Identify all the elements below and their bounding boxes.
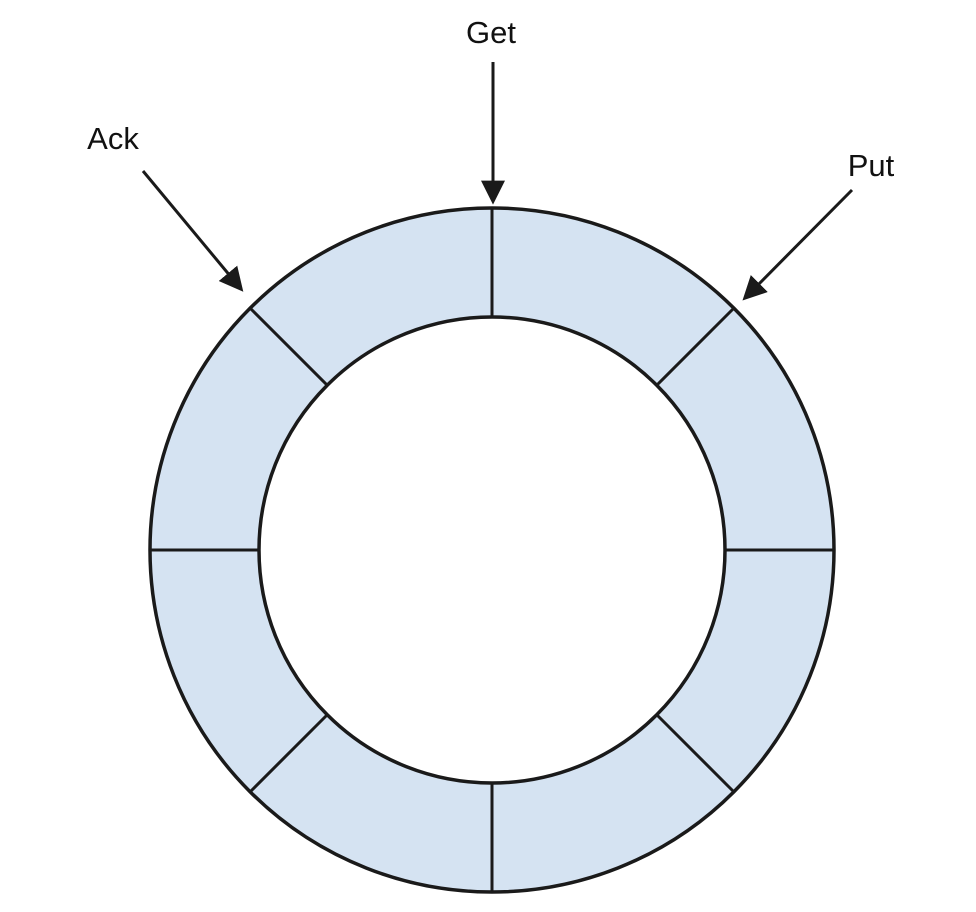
ring-inner-circle	[257, 315, 727, 785]
get-label: Get	[466, 15, 516, 50]
ack-label: Ack	[87, 121, 139, 156]
put-label: Put	[848, 148, 895, 183]
ack-arrow	[141, 170, 244, 292]
segment-divider-upper-right	[655, 306, 736, 387]
segment-divider-lower-left	[248, 713, 329, 794]
ring	[148, 206, 836, 894]
segment-divider-lower-right	[655, 713, 736, 794]
segment-divider-upper-left	[248, 306, 329, 387]
put-arrow	[742, 188, 854, 301]
annotation-arrows	[141, 62, 854, 301]
annotation-labels: Get Ack Put	[87, 15, 894, 183]
